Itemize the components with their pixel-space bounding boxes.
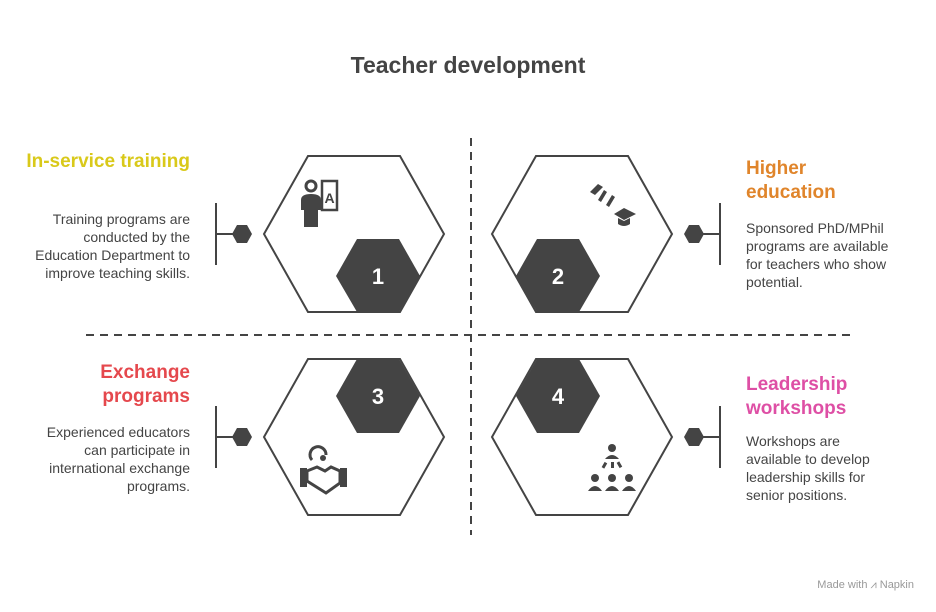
connector-node-4 (684, 428, 704, 446)
description-leadership-workshops: Workshops are available to develop leade… (746, 433, 870, 503)
number-1: 1 (372, 264, 384, 289)
connector-node-3 (232, 428, 252, 446)
hexagon-2 (490, 155, 674, 313)
napkin-watermark: Made with ⩘ Napkin (817, 579, 914, 591)
connector-node-1 (232, 225, 252, 243)
heading-higher-education: Higher education (746, 158, 836, 203)
handshake-globe-icon (300, 445, 347, 495)
number-3: 3 (372, 384, 384, 409)
number-badge-2 (516, 239, 600, 312)
teacher-board-icon: A (301, 179, 339, 227)
description-exchange-programs: Experienced educators can participate in… (46, 424, 190, 494)
number-badge-1 (336, 239, 420, 312)
hexagon-4 (490, 358, 674, 516)
leadership-hierarchy-icon (588, 444, 636, 491)
hexagon-3 (262, 358, 446, 516)
number-badge-3 (336, 359, 420, 433)
heading-exchange-programs: Exchange programs (100, 362, 190, 407)
heading-in-service-training: In-service training (26, 151, 190, 172)
description-in-service-training: Training programs are conducted by the E… (35, 211, 190, 281)
number-4: 4 (552, 384, 565, 409)
description-higher-education: Sponsored PhD/MPhil programs are availab… (746, 220, 889, 290)
hexagon-1 (262, 155, 446, 313)
graduation-icon (590, 184, 636, 226)
svg-text:A: A (324, 190, 334, 206)
heading-leadership-workshops: Leadership workshops (746, 374, 848, 419)
number-2: 2 (552, 264, 564, 289)
page-title: Teacher development (350, 52, 586, 78)
number-badge-4 (516, 359, 600, 433)
connector-node-2 (684, 225, 704, 243)
